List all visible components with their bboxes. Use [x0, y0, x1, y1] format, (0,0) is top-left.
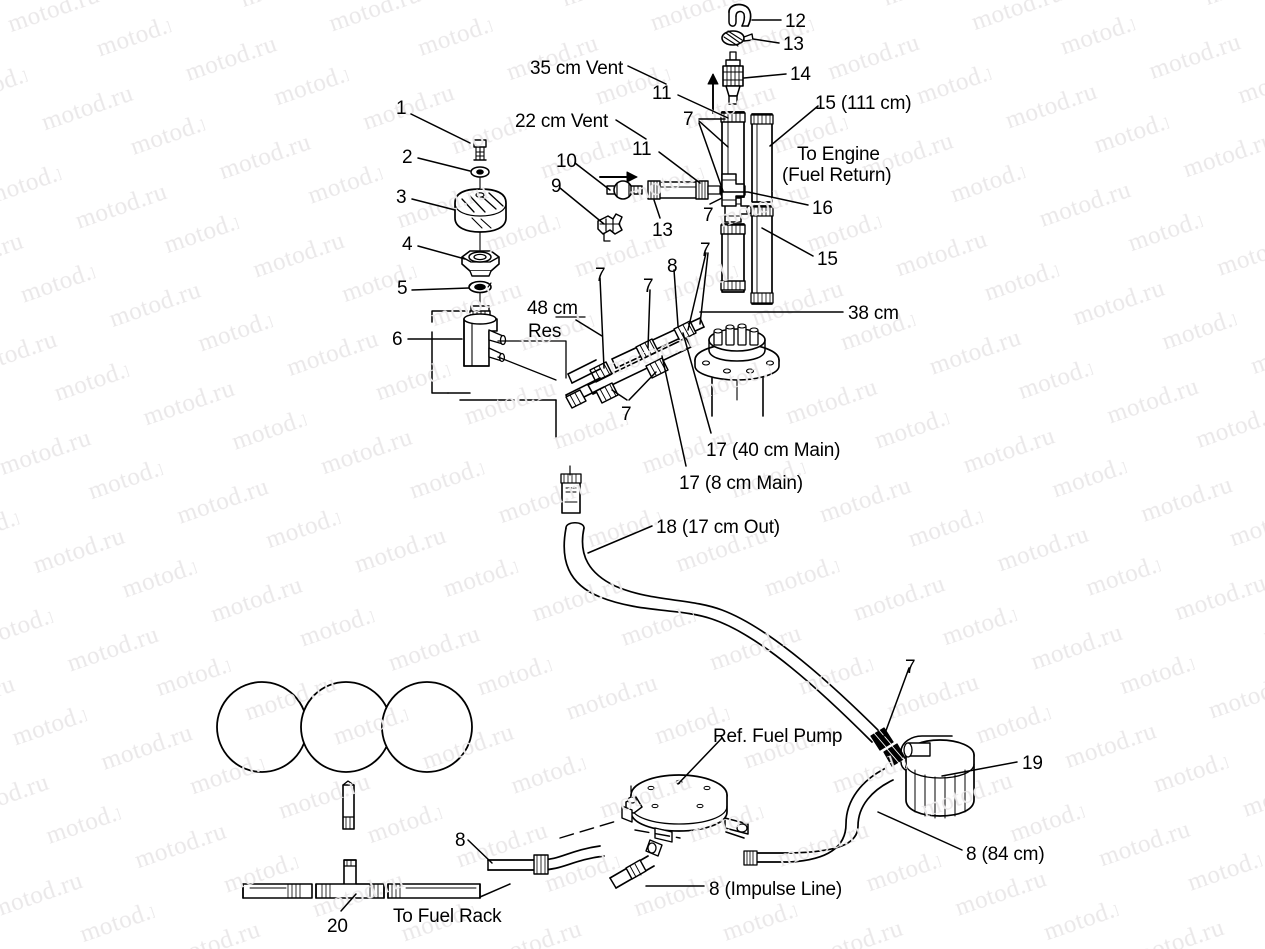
callout-15-b: 15: [817, 249, 838, 270]
callout-7-g: 7: [905, 657, 916, 678]
callout-13-a: 13: [783, 34, 804, 55]
callout-13-b: 13: [652, 220, 673, 241]
callout-19: 19: [1022, 753, 1043, 774]
callout-5: 5: [397, 278, 408, 299]
callout-7-c: 7: [595, 265, 606, 286]
callout-14: 14: [790, 64, 811, 85]
label-22cm-vent: 22 cm Vent: [515, 111, 609, 132]
callout-1: 1: [396, 98, 407, 119]
label-17-40cm: 17 (40 cm Main): [706, 440, 841, 461]
callout-3: 3: [396, 187, 407, 208]
label-to-engine: To Engine: [797, 144, 880, 165]
callout-8-b: 8: [455, 830, 466, 851]
callout-9: 9: [551, 176, 562, 197]
callout-7-b: 7: [703, 205, 714, 226]
callout-11-a: 11: [652, 83, 672, 104]
label-18-17cm: 18 (17 cm Out): [656, 517, 780, 538]
callout-7-d: 7: [643, 276, 654, 297]
callout-20: 20: [327, 916, 348, 937]
label-fuel-return: (Fuel Return): [782, 165, 892, 186]
callout-8-a: 8: [667, 256, 678, 277]
callout-10: 10: [556, 151, 577, 172]
label-35cm-vent: 35 cm Vent: [530, 58, 624, 79]
callout-2: 2: [402, 147, 413, 168]
label-38cm: 38 cm: [848, 303, 899, 324]
callout-7-a: 7: [683, 109, 694, 130]
callout-11-b: 11: [632, 139, 652, 160]
callout-4: 4: [402, 234, 413, 255]
label-to-fuel-rack: To Fuel Rack: [393, 906, 502, 927]
label-8-84cm: 8 (84 cm): [966, 844, 1045, 865]
label-15-111cm: 15 (111 cm): [815, 93, 912, 114]
label-48cm: 48 cm: [527, 298, 578, 319]
label-17-8cm: 17 (8 cm Main): [679, 473, 803, 494]
callout-7-e: 7: [700, 240, 711, 261]
callout-16: 16: [812, 198, 833, 219]
callout-6: 6: [392, 329, 403, 350]
label-res: Res: [528, 321, 562, 342]
callout-12: 12: [785, 11, 806, 32]
callout-7-f: 7: [621, 404, 632, 425]
label-ref-fuel-pump: Ref. Fuel Pump: [713, 726, 843, 747]
label-8-impulse: 8 (Impulse Line): [709, 879, 843, 900]
